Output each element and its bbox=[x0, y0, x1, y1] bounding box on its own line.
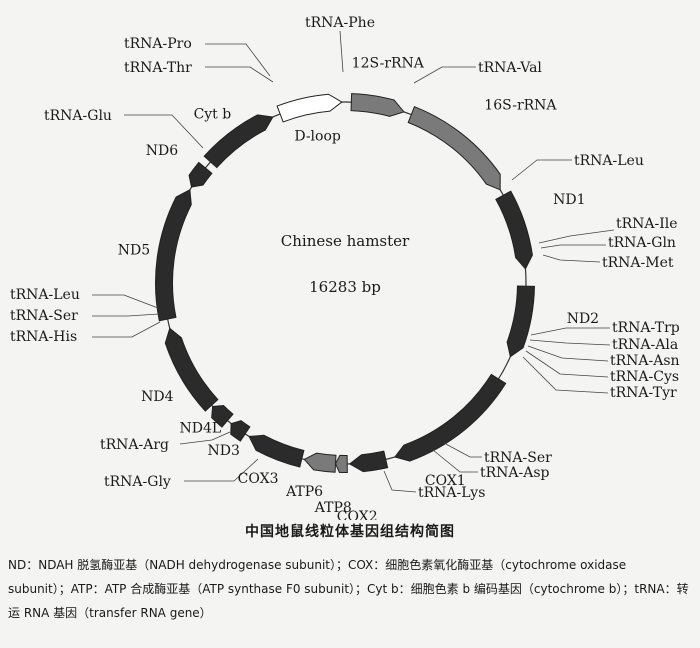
label-atp8: ATP8 bbox=[314, 500, 352, 516]
leader-trna-ala bbox=[529, 339, 611, 346]
leader-trna-gln bbox=[540, 244, 606, 249]
label-12s-rrna: 12S-rRNA bbox=[352, 56, 425, 72]
label-nd1: ND1 bbox=[553, 192, 585, 208]
label-trna-cys: tRNA-Cys bbox=[610, 369, 679, 385]
leader-trna-ser bbox=[92, 313, 160, 317]
leader-trna-glu bbox=[124, 114, 204, 149]
leader-trna-leu bbox=[92, 294, 159, 309]
leader-trna-trp bbox=[530, 327, 610, 336]
leader-trna-ile bbox=[538, 229, 615, 244]
leader-trna-asn bbox=[527, 345, 609, 362]
figure-caption: 中国地鼠线粒体基因组结构简图 bbox=[245, 524, 455, 540]
leader-trna-phe bbox=[339, 30, 344, 73]
label-nd2: ND2 bbox=[567, 311, 599, 327]
label-nd4l: ND4L bbox=[180, 421, 222, 437]
label-trna-arg: tRNA-Arg bbox=[100, 437, 169, 453]
leader-trna-tyr bbox=[522, 356, 609, 394]
leader-trna-cys bbox=[525, 350, 609, 378]
leader-trna-leu bbox=[511, 159, 572, 181]
segment-nd5 bbox=[155, 188, 192, 322]
leader-trna-arg bbox=[179, 431, 231, 445]
segment-nd1 bbox=[495, 190, 533, 270]
genome-name: Chinese hamster bbox=[281, 232, 410, 250]
leader-trna-gly bbox=[184, 458, 259, 482]
label-atp6: ATP6 bbox=[285, 484, 323, 500]
leader-trna-asp bbox=[432, 449, 478, 473]
label-trna-pro: tRNA-Pro bbox=[124, 36, 192, 52]
gene-segments bbox=[155, 93, 535, 473]
leader-trna-lys bbox=[383, 470, 417, 493]
label-cox3: COX3 bbox=[238, 471, 279, 487]
segment-cox2 bbox=[348, 450, 389, 473]
segment-12s-rrna bbox=[350, 93, 405, 117]
label-trna-leu: tRNA-Leu bbox=[10, 287, 80, 303]
label-nd6: ND6 bbox=[146, 143, 178, 159]
label-trna-phe: tRNA-Phe bbox=[305, 15, 375, 31]
segment-16s-rrna bbox=[407, 106, 501, 191]
leader-trna-ser bbox=[443, 442, 482, 458]
segment-nd2 bbox=[506, 285, 535, 358]
segment-cox3 bbox=[248, 434, 305, 468]
leader-trna-his bbox=[92, 321, 161, 338]
label-cox2: COX2 bbox=[337, 509, 378, 520]
segment-nd6 bbox=[188, 161, 213, 188]
label-trna-asn: tRNA-Asn bbox=[610, 353, 680, 369]
label-trna-his: tRNA-His bbox=[10, 329, 77, 345]
label-trna-ser: tRNA-Ser bbox=[10, 308, 78, 324]
label-trna-gln: tRNA-Gln bbox=[608, 235, 676, 251]
segment-cyt-b bbox=[203, 114, 274, 169]
label-16s-rrna: 16S-rRNA bbox=[484, 98, 557, 114]
label-trna-trp: tRNA-Trp bbox=[612, 320, 680, 336]
label-trna-glu: tRNA-Glu bbox=[44, 108, 112, 124]
segment-nd4l bbox=[211, 405, 234, 428]
figure-legend: ND：NDAH 脱氢酶亚基（NADH dehydrogenase subunit… bbox=[8, 558, 689, 620]
trna-leader-lines bbox=[92, 30, 615, 493]
label-trna-tyr: tRNA-Tyr bbox=[610, 385, 677, 401]
gene-labels: D-loop 12S-rRNA 16S-rRNA ND1ND2COX1COX2ATP8… bbox=[10, 15, 680, 520]
segment-cox1 bbox=[394, 373, 507, 462]
label-d-loop: D-loop bbox=[294, 128, 341, 144]
label-trna-ser: tRNA-Ser bbox=[484, 450, 552, 466]
label-trna-ala: tRNA-Ala bbox=[612, 337, 678, 353]
leader-trna-val bbox=[413, 66, 476, 84]
label-trna-lys: tRNA-Lys bbox=[418, 485, 485, 501]
label-nd4: ND4 bbox=[141, 389, 173, 405]
label-cyt-b: Cyt b bbox=[194, 106, 232, 122]
label-trna-met: tRNA-Met bbox=[602, 255, 674, 271]
genome-size: 16283 bp bbox=[309, 278, 381, 296]
label-trna-val: tRNA-Val bbox=[478, 60, 542, 76]
label-trna-asp: tRNA-Asp bbox=[480, 465, 550, 481]
label-trna-ile: tRNA-Ile bbox=[616, 216, 678, 232]
label-trna-thr: tRNA-Thr bbox=[124, 60, 192, 76]
label-nd3: ND3 bbox=[208, 443, 240, 459]
segment-d-loop bbox=[276, 93, 343, 123]
segment-atp8 bbox=[334, 454, 348, 473]
leader-trna-thr bbox=[205, 66, 274, 83]
segment-nd4 bbox=[164, 327, 219, 412]
leader-trna-met bbox=[542, 254, 601, 263]
leader-trna-pro bbox=[205, 43, 271, 77]
label-cox1: COX1 bbox=[425, 473, 466, 489]
mitochondrial-genome-map: D-loop 12S-rRNA 16S-rRNA ND1ND2COX1COX2ATP8… bbox=[10, 15, 680, 520]
label-trna-leu: tRNA-Leu bbox=[574, 153, 644, 169]
label-nd5: ND5 bbox=[118, 243, 150, 259]
segment-nd3 bbox=[230, 420, 251, 442]
segment-atp6 bbox=[303, 452, 337, 473]
label-trna-gly: tRNA-Gly bbox=[104, 474, 171, 490]
